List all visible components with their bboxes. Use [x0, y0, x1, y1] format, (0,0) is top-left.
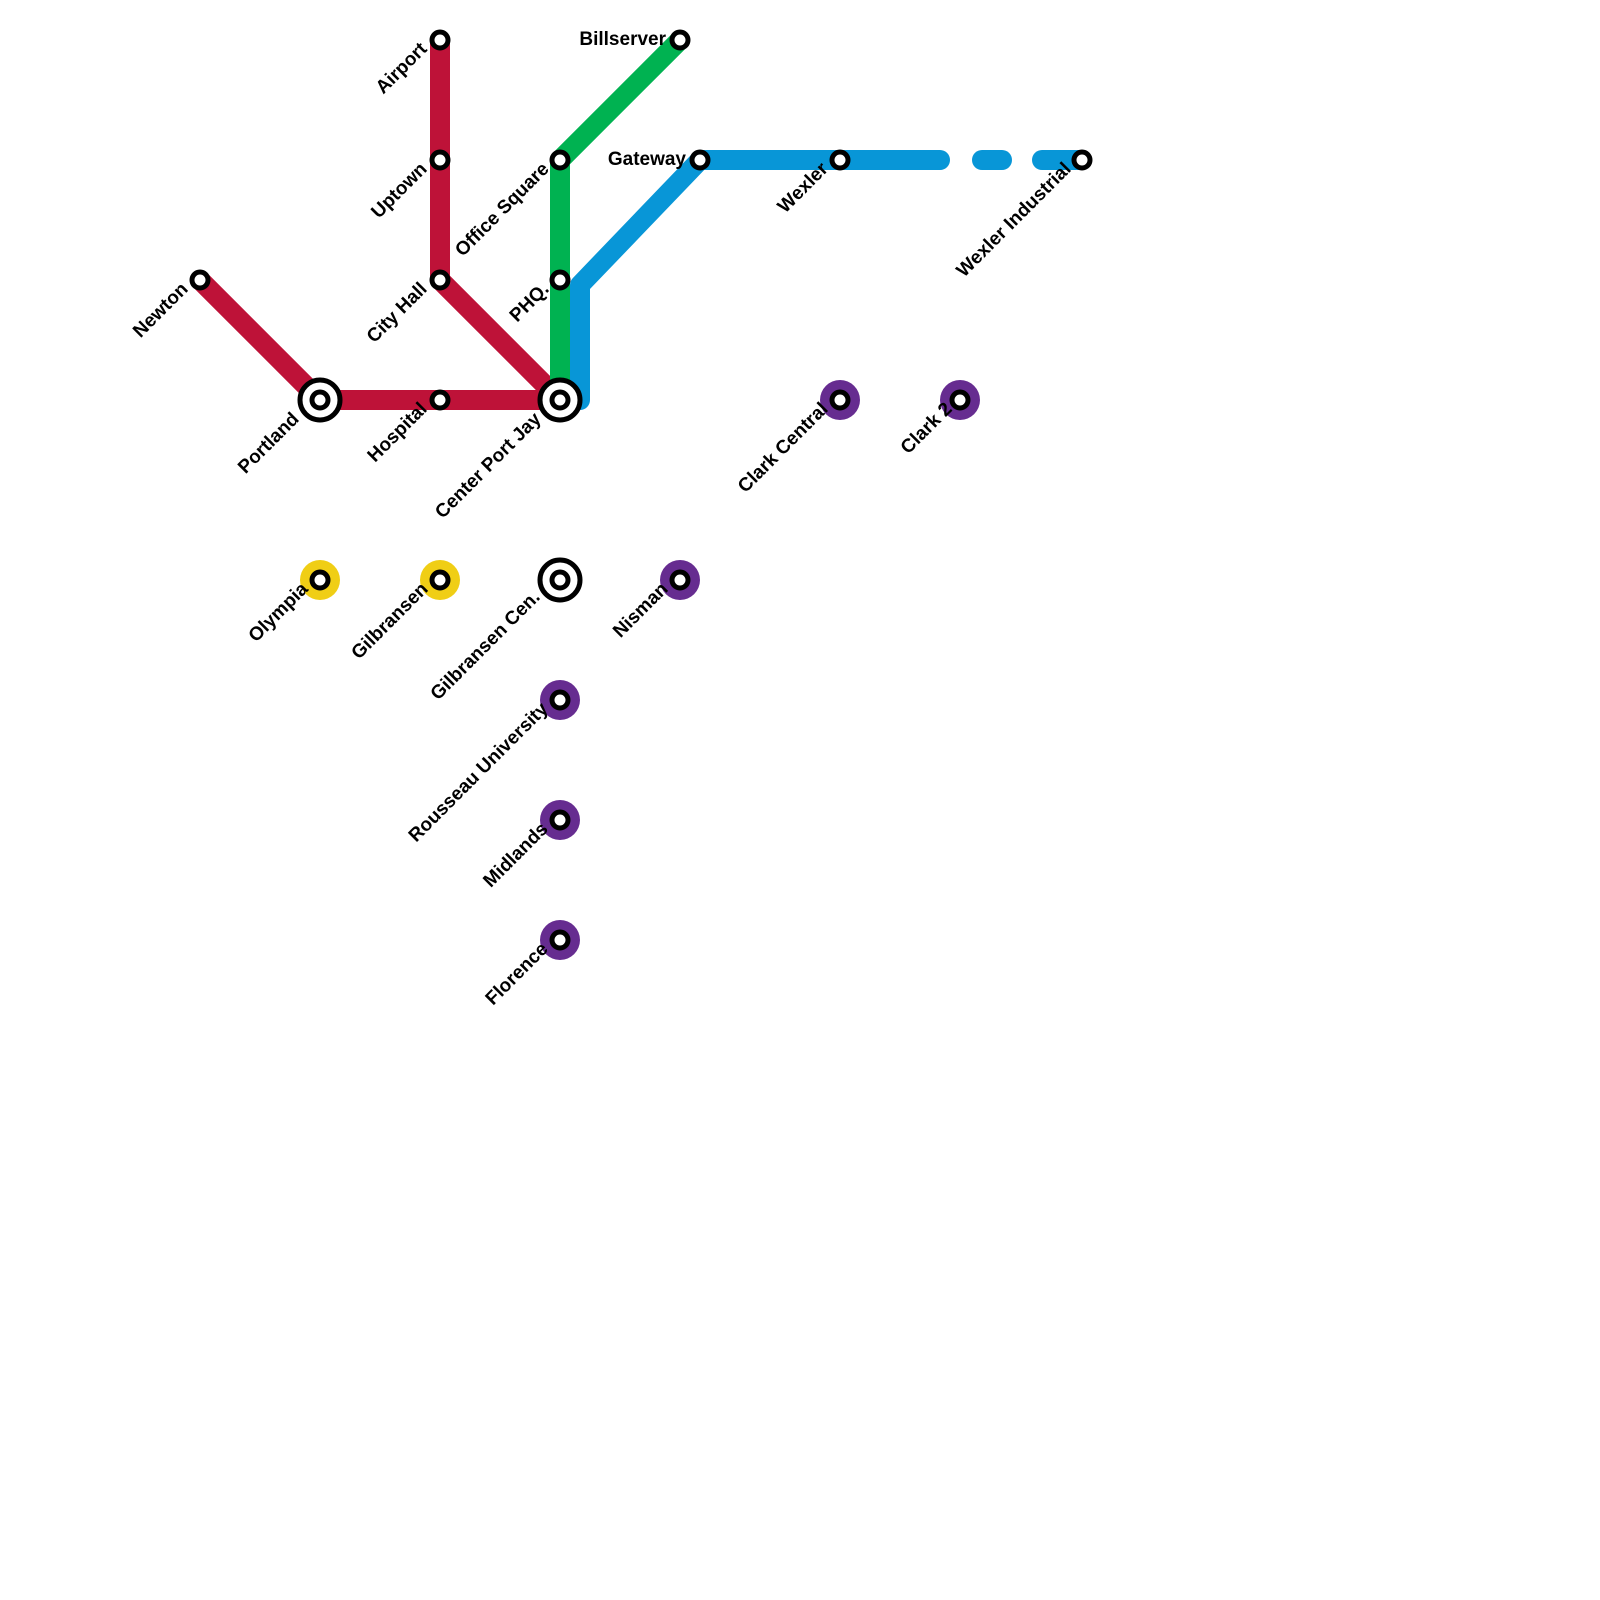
station-label-clark-2: Clark 2 — [897, 399, 957, 459]
station-marker-clark-central[interactable] — [829, 389, 851, 411]
station-marker-uptown[interactable] — [429, 149, 451, 171]
station-marker-florence[interactable] — [549, 929, 571, 951]
station-label-wexler-industrial: Wexler Industrial — [953, 159, 1076, 282]
station-markers — [189, 29, 1093, 951]
station-label-office-square: Office Square — [451, 159, 553, 261]
station-label-olympia: Olympia — [245, 578, 313, 646]
station-marker-midlands[interactable] — [549, 809, 571, 831]
station-marker-gilbransen[interactable] — [429, 569, 451, 591]
station-marker-olympia[interactable] — [309, 569, 331, 591]
station-labels: Airport Uptown City Hall Newton Portland… — [129, 29, 1075, 1010]
station-label-nisman: Nisman — [609, 579, 672, 642]
station-marker-nisman[interactable] — [669, 569, 691, 591]
station-marker-office-square[interactable] — [549, 149, 571, 171]
station-marker-rousseau-university[interactable] — [549, 689, 571, 711]
station-label-gateway: Gateway — [608, 149, 687, 170]
station-marker-wexler-industrial[interactable] — [1071, 149, 1093, 171]
station-label-airport: Airport — [372, 38, 432, 98]
station-label-portland: Portland — [234, 409, 303, 478]
station-label-midlands: Midlands — [479, 819, 552, 892]
interchange-marker-center-port-jay[interactable] — [537, 377, 583, 423]
station-label-center-port-jay: Center Port Jay — [431, 408, 545, 522]
station-marker-city-hall[interactable] — [429, 269, 451, 291]
station-label-florence: Florence — [482, 939, 553, 1010]
station-marker-gateway[interactable] — [689, 149, 711, 171]
station-label-gilbransen: Gilbransen — [348, 579, 433, 664]
station-label-newton: Newton — [129, 279, 192, 342]
station-label-gilbransen-cen: Gilbransen Cen. — [427, 587, 545, 705]
station-label-clark-central: Clark Central — [734, 399, 832, 497]
line-discs — [300, 380, 980, 960]
station-marker-billserver[interactable] — [669, 29, 691, 51]
station-marker-airport[interactable] — [429, 29, 451, 51]
station-label-city-hall: City Hall — [363, 279, 432, 348]
station-marker-newton[interactable] — [189, 269, 211, 291]
station-label-rousseau-university: Rousseau University — [405, 698, 553, 846]
interchange-marker-portland[interactable] — [297, 377, 343, 423]
blue-line-track — [570, 150, 950, 410]
station-label-uptown: Uptown — [367, 159, 431, 223]
station-marker-wexler[interactable] — [829, 149, 851, 171]
station-label-billserver: Billserver — [579, 29, 666, 50]
blue-line — [570, 150, 1092, 410]
station-marker-hospital[interactable] — [429, 389, 451, 411]
station-marker-phq[interactable] — [549, 269, 571, 291]
interchange-marker-gilbransen-cen[interactable] — [537, 557, 583, 603]
station-marker-clark-2[interactable] — [949, 389, 971, 411]
station-label-phq: PHQ. — [506, 279, 554, 327]
